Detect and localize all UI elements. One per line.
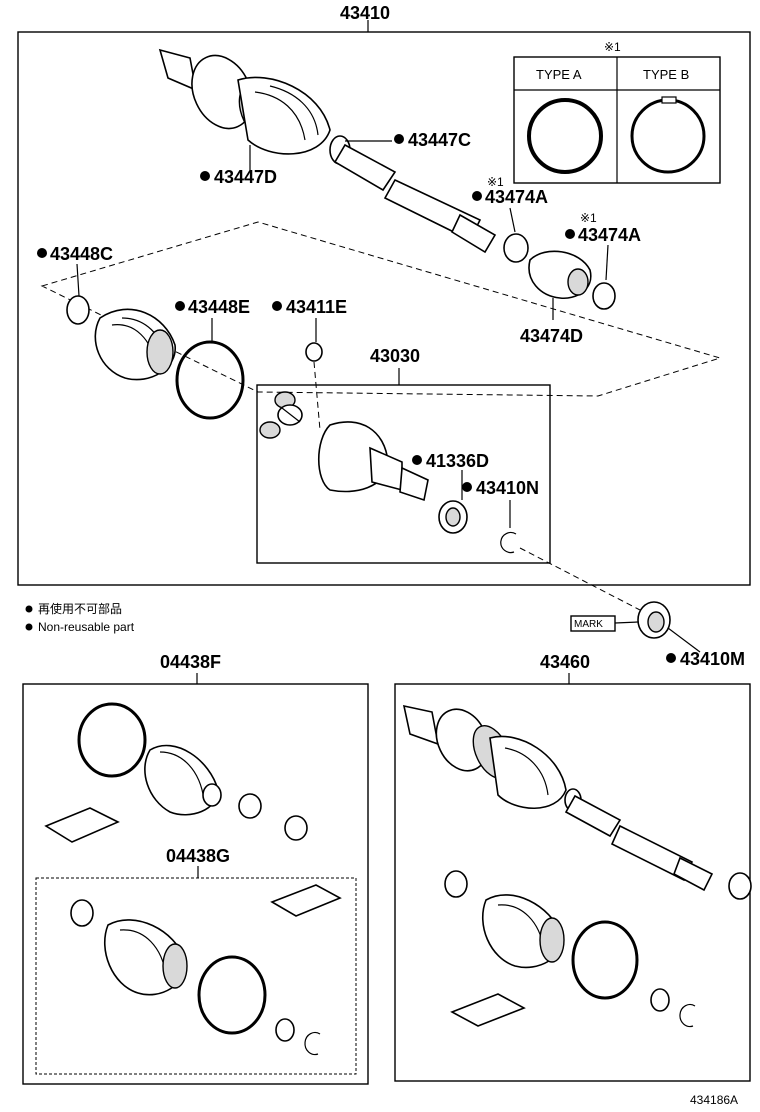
label-43474D[interactable]: 43474D (520, 326, 583, 346)
label-43410M[interactable]: 43410M (680, 649, 745, 669)
clamp-g-large-icon (197, 955, 267, 1035)
snap-ring-b-1-icon (650, 988, 670, 1012)
assembly-43410-frame (17, 31, 751, 586)
type-b-label: TYPE B (643, 67, 689, 82)
label-04438F[interactable]: 04438F (160, 652, 221, 672)
label-04438G[interactable]: 04438G (166, 846, 230, 866)
label-43030[interactable]: 43030 (370, 346, 420, 366)
inner-boot-icon (94, 308, 176, 381)
snap-ring-b-2-icon (679, 1003, 696, 1028)
type-a-label: TYPE A (536, 67, 582, 82)
clamp-type-a-icon (527, 98, 603, 174)
clamp-b-right-icon (728, 872, 752, 900)
tripod-joint-icon (259, 391, 303, 439)
mark-label: MARK (574, 619, 603, 630)
label-43460[interactable]: 43460 (540, 652, 590, 672)
grease-pack-b-icon (450, 993, 526, 1027)
outer-boot-f-icon (144, 744, 222, 816)
grease-pack-f-icon (44, 807, 120, 843)
label-43410N[interactable]: 43410N (476, 478, 539, 498)
snap-ring-43410N-icon (500, 531, 517, 554)
label-43447C[interactable]: 43447C (408, 130, 471, 150)
ref-note-1: ※1 (487, 175, 504, 189)
legend-jp: 再使用不可部品 (38, 601, 122, 616)
inner-joint-43030-frame (256, 384, 551, 564)
figure-code: 434186A (690, 1093, 738, 1107)
clamp-b-large-icon (571, 920, 639, 1000)
clamp-43474A-2-icon (592, 282, 616, 310)
dust-cover-43474D-icon (528, 250, 592, 299)
ref-note-table: ※1 (604, 40, 621, 54)
label-43448E[interactable]: 43448E (188, 297, 250, 317)
legend-en: Non-reusable part (38, 620, 135, 634)
snap-ring-g-1-icon (275, 1018, 295, 1042)
kit-04438G-frame (35, 877, 357, 1075)
label-43411E[interactable]: 43411E (286, 297, 347, 317)
label-43474A-1[interactable]: 43474A (485, 187, 548, 207)
drive-shaft-b-icon (564, 794, 714, 892)
snap-ring-g-2-icon (304, 1031, 321, 1056)
inner-boot-b-icon (481, 894, 565, 969)
clamp-g-small-icon (70, 899, 94, 927)
clamp-43474A-1-icon (503, 233, 529, 263)
label-43410[interactable]: 43410 (340, 3, 390, 23)
ref-note-2: ※1 (580, 211, 597, 225)
clamp-43448C-icon (66, 295, 90, 325)
clamp-b-left-icon (444, 870, 468, 898)
clamp-type-b-icon (630, 98, 706, 174)
label-43474A-2[interactable]: 43474A (578, 225, 641, 245)
inner-boot-g-icon (103, 919, 188, 996)
kit-04438F-frame (22, 683, 369, 1085)
label-43448C[interactable]: 43448C (50, 244, 113, 264)
snap-ring-43411E-icon (305, 342, 323, 362)
label-41336D[interactable]: 41336D (426, 451, 489, 471)
inner-housing-icon (318, 421, 429, 502)
boot-kit-dashed-outline (40, 221, 722, 397)
clamp-43448E-icon (175, 340, 245, 420)
grease-pack-g-icon (270, 884, 342, 917)
label-43447D[interactable]: 43447D (214, 167, 277, 187)
type-table: TYPE A TYPE B (513, 56, 721, 184)
clamp-f-large-icon (77, 702, 147, 778)
outer-cv-joint-icon (158, 48, 351, 165)
clamp-f-small-2-icon (284, 815, 308, 841)
outer-cv-joint-b-icon (402, 704, 582, 812)
clamp-f-small-1-icon (238, 793, 262, 819)
drive-shaft-icon (333, 143, 497, 254)
mark-box (570, 615, 616, 632)
